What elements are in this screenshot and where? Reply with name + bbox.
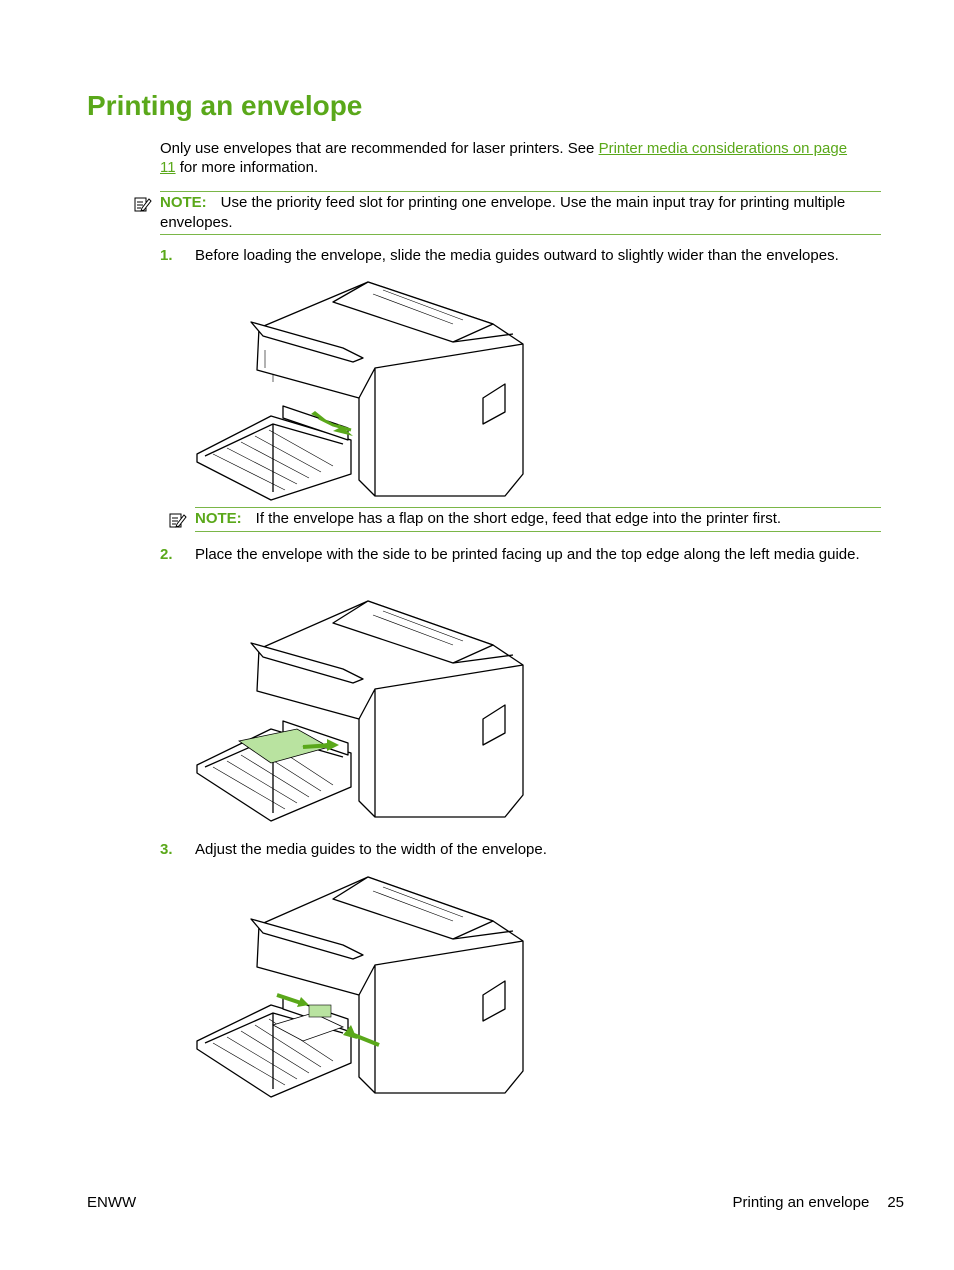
intro-text-after: for more information.: [175, 159, 319, 176]
note-pencil-icon: [134, 197, 152, 212]
step-number: 1.: [160, 247, 173, 264]
page-title: Printing an envelope: [87, 90, 363, 121]
footer-right: Printing an envelope 25: [733, 1194, 904, 1211]
printer-illustration-guides-adjusted: [196, 876, 524, 1098]
note-label: NOTE:: [195, 510, 242, 527]
step-text: Before loading the envelope, slide the m…: [195, 247, 839, 264]
note-pencil-icon: [169, 513, 187, 528]
note-priority-feed: NOTE:Use the priority feed slot for prin…: [134, 191, 881, 235]
step-number: 2.: [160, 546, 173, 563]
footer-section: Printing an envelope: [732, 1194, 870, 1211]
printer-illustration-guides-out: [196, 281, 524, 501]
step-text: Adjust the media guides to the width of …: [195, 841, 547, 858]
step-number: 3.: [160, 841, 173, 858]
note-label: NOTE:: [160, 194, 207, 211]
note-text: If the envelope has a flap on the short …: [255, 510, 782, 527]
footer-left: ENWW: [87, 1194, 137, 1211]
intro-paragraph: Only use envelopes that are recommended …: [160, 139, 860, 177]
step-text: Place the envelope with the side to be p…: [195, 546, 860, 563]
intro-text-before: Only use envelopes that are recommended …: [160, 140, 599, 157]
note-envelope-flap: NOTE: If the envelope has a flap on the s…: [169, 507, 881, 532]
printer-media-link[interactable]: Printer media considerations on page 11: [160, 140, 848, 176]
note-text: Use the priority feed slot for printing …: [160, 194, 846, 231]
printer-illustration-envelope-placed: [196, 600, 524, 822]
page-number: 25: [887, 1194, 904, 1211]
